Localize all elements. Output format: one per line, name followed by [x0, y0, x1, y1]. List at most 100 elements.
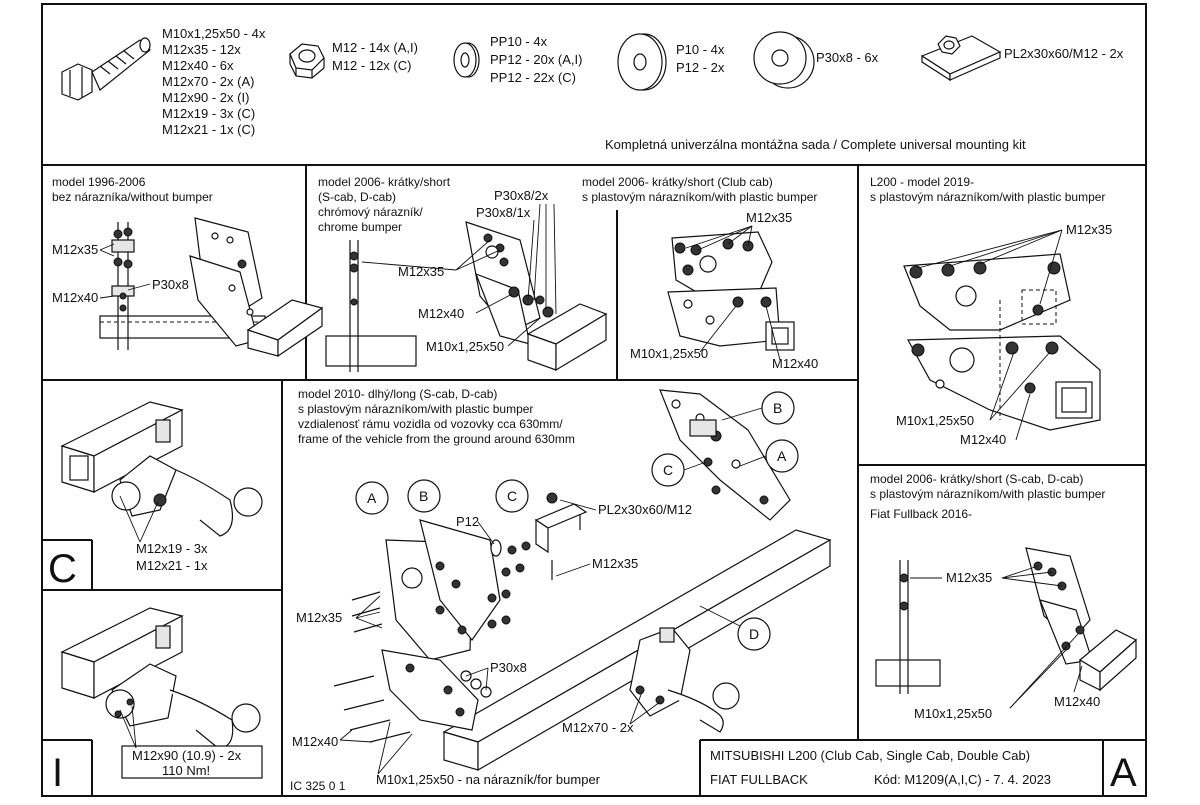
main-label-m12x40: M12x40	[292, 734, 338, 749]
panel-2006-fiat: model 2006- krátky/short (S-cab, D-cab) …	[870, 472, 1138, 721]
callout-c-right-text: C	[663, 462, 673, 478]
main-label-m12x35-right: M12x35	[592, 556, 638, 571]
panel-variant-c: M12x19 - 3x M12x21 - 1x C	[48, 401, 263, 591]
main-exploded-view: model 2010- dlhý/long (S-cab, D-cab) s p…	[290, 387, 832, 793]
callout-d	[737, 617, 771, 651]
p4-label-m12x40: M12x40	[960, 432, 1006, 447]
callout-c-left-text: C	[507, 488, 517, 504]
main-label-plate: PL2x30x60/M12	[598, 502, 692, 517]
variant-i-letter: I	[52, 751, 63, 795]
c-label-m12x21: M12x21 - 1x	[136, 558, 208, 573]
main-title-1: model 2010- dlhý/long (S-cab, D-cab)	[298, 387, 497, 401]
spacer-icon	[753, 31, 815, 89]
bolt-spec-4: M12x70 - 2x (A)	[162, 74, 254, 89]
i-label-m12x90: M12x90 (10.9) - 2x	[132, 748, 242, 763]
panel-l200-2019: L200 - model 2019- s plastovým nárazníko…	[870, 175, 1112, 447]
panel-variant-i: M12x90 (10.9) - 2x 110 Nm! I	[52, 607, 263, 795]
panel2-title-1: model 2006- krátky/short	[318, 175, 451, 189]
bolt-spec-2: M12x35 - 12x	[162, 42, 241, 57]
plate-nut-icon	[920, 35, 1002, 82]
main-label-m10-bumper: M10x1,25x50 - na nárazník/for bumper	[376, 772, 601, 787]
panel2-title-4: chrome bumper	[318, 220, 402, 234]
p5-label-m12x35: M12x35	[946, 570, 992, 585]
panel-1996-2006: model 1996-2006 bez nárazníka/without bu…	[52, 175, 324, 358]
washer-p-icon	[617, 33, 667, 91]
nut-spec-2: M12 - 12x (C)	[332, 58, 411, 73]
bolt-spec-7: M12x21 - 1x (C)	[162, 122, 255, 137]
p3-label-m10: M10x1,25x50	[630, 346, 708, 361]
panel4-title-2: s plastovým nárazníkom/with plastic bump…	[870, 190, 1105, 204]
p5-label-m10: M10x1,25x50	[914, 706, 992, 721]
p1-label-m12x40: M12x40	[52, 290, 98, 305]
callout-b-right-text: B	[773, 400, 782, 416]
bolt-icon	[61, 37, 151, 101]
callout-a-left	[355, 481, 389, 515]
p2-label-m10: M10x1,25x50	[426, 339, 504, 354]
washer-p-spec-2: P12 - 2x	[676, 60, 725, 75]
p2-label-p30x8-2x: P30x8/2x	[494, 188, 549, 203]
panel5-title-1: model 2006- krátky/short (S-cab, D-cab)	[870, 472, 1083, 486]
panel3-title-1: model 2006- krátky/short (Club cab)	[582, 175, 773, 189]
washer-pp-spec-2: PP12 - 20x (A,I)	[490, 52, 582, 67]
p4-label-m10: M10x1,25x50	[896, 413, 974, 428]
title-block: MITSUBISHI L200 (Club Cab, Single Cab, D…	[710, 748, 1137, 795]
i-label-torque: 110 Nm!	[162, 763, 210, 778]
main-title-3: vzdialenosť rámu vozidla od vozovky cca …	[298, 417, 563, 431]
panel5-title-2: s plastovým nárazníkom/with plastic bump…	[870, 487, 1105, 501]
panel-2006-club-cab: model 2006- krátky/short (Club cab) s pl…	[582, 175, 818, 371]
panel5-title-3: Fiat Fullback 2016-	[870, 507, 972, 521]
main-label-p30x8: P30x8	[490, 660, 527, 675]
p3-label-m12x40: M12x40	[772, 356, 818, 371]
p1-label-m12x35: M12x35	[52, 242, 98, 257]
main-label-m12x35-left: M12x35	[296, 610, 342, 625]
washer-pp-icon	[453, 42, 480, 78]
plate-spec: PL2x30x60/M12 - 2x	[1004, 46, 1124, 61]
kit-row: M10x1,25x50 - 4x M12x35 - 12x M12x40 - 6…	[61, 26, 1124, 152]
footer-line2-left: FIAT FULLBACK	[710, 772, 808, 787]
callout-b-left	[407, 479, 441, 513]
bolt-spec-1: M10x1,25x50 - 4x	[162, 26, 266, 41]
callout-b-left-text: B	[419, 488, 428, 504]
p2-label-p30x8-1x: P30x8/1x	[476, 205, 531, 220]
variant-c-letter: C	[48, 547, 77, 591]
p2-label-m12x35: M12x35	[398, 264, 444, 279]
spacer-spec: P30x8 - 6x	[816, 50, 879, 65]
main-label-p12: P12	[456, 514, 479, 529]
sheet-border	[41, 3, 1147, 797]
drawing-code: IC 325 0 1	[290, 779, 346, 793]
footer-line1: MITSUBISHI L200 (Club Cab, Single Cab, D…	[710, 748, 1030, 763]
nut-icon	[289, 43, 325, 79]
main-title-2: s plastovým nárazníkom/with plastic bump…	[298, 402, 533, 416]
washer-pp-spec-1: PP10 - 4x	[490, 34, 548, 49]
callout-d-text: D	[749, 626, 759, 642]
bolt-spec-3: M12x40 - 6x	[162, 58, 234, 73]
footer-letter: A	[1110, 751, 1137, 795]
bolt-spec-6: M12x19 - 3x (C)	[162, 106, 255, 121]
panel1-title-2: bez nárazníka/without bumper	[52, 190, 213, 204]
panel1-title-1: model 1996-2006	[52, 175, 146, 189]
panel4-title-1: L200 - model 2019-	[870, 175, 974, 189]
main-label-m12x70: M12x70 - 2x	[562, 720, 634, 735]
panel3-title-2: s plastovým nárazníkom/with plastic bump…	[582, 190, 817, 204]
washer-p-spec-1: P10 - 4x	[676, 42, 725, 57]
p4-label-m12x35: M12x35	[1066, 222, 1112, 237]
bolt-spec-5: M12x90 - 2x (I)	[162, 90, 249, 105]
p5-label-m12x40: M12x40	[1054, 694, 1100, 709]
nut-spec-1: M12 - 14x (A,I)	[332, 40, 418, 55]
callout-c-left	[495, 479, 529, 513]
p2-label-m12x40: M12x40	[418, 306, 464, 321]
torque-box	[121, 745, 263, 779]
p1-label-p30x8: P30x8	[152, 277, 189, 292]
panel-2006-chrome: model 2006- krátky/short (S-cab, D-cab) …	[318, 175, 608, 372]
callout-a-right-text: A	[777, 448, 787, 464]
panel2-title-2: (S-cab, D-cab)	[318, 190, 396, 204]
footer-line2-right: Kód: M1209(A,I,C) - 7. 4. 2023	[874, 772, 1051, 787]
kit-caption: Kompletná univerzálna montážna sada / Co…	[605, 137, 1026, 152]
panel2-title-3: chrómový nárazník/	[318, 205, 423, 219]
p3-label-m12x35: M12x35	[746, 210, 792, 225]
c-label-m12x19: M12x19 - 3x	[136, 541, 208, 556]
main-title-4: frame of the vehicle from the ground aro…	[298, 432, 575, 446]
washer-pp-spec-3: PP12 - 22x (C)	[490, 70, 576, 85]
callout-a-left-text: A	[367, 490, 377, 506]
